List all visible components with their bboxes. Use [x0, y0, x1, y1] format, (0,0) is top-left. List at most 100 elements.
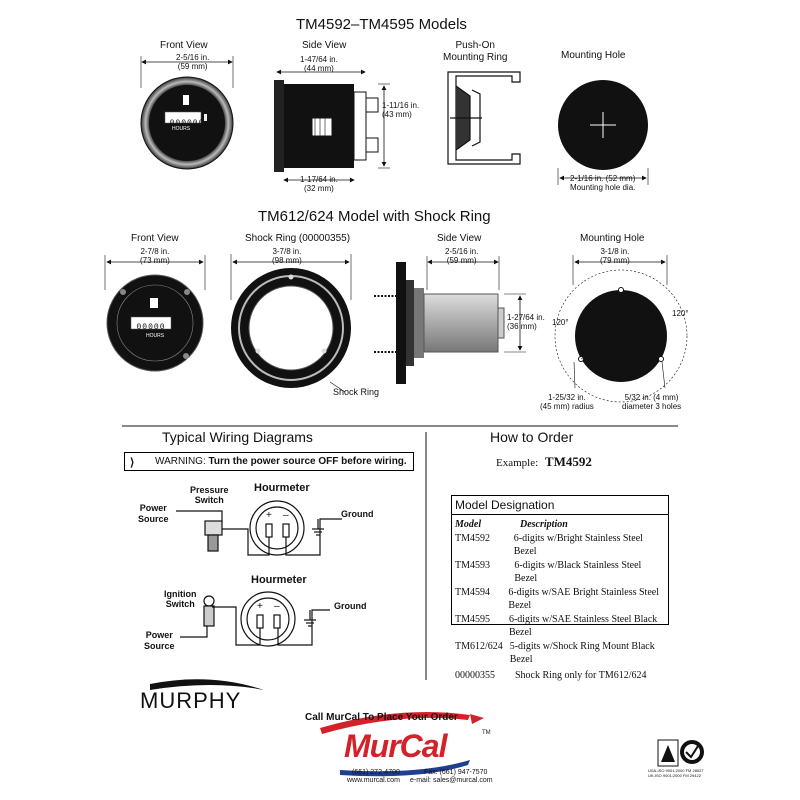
- murcal-tm: TM: [482, 730, 491, 736]
- line1: Ignition: [164, 589, 197, 599]
- murphy-swoosh: [150, 679, 264, 690]
- table-row: TM4592 6-digits w/Bright Stainless Steel …: [455, 532, 665, 559]
- dim-line1: 1-47/64 in.: [300, 55, 338, 64]
- push-on-ring: [447, 71, 521, 165]
- angle-left: 120°: [552, 318, 569, 327]
- push-on-line1: Push-On: [455, 40, 495, 51]
- fax: Fax: (661) 947-7570: [424, 769, 488, 776]
- dim-line2: (36 mm): [507, 322, 537, 331]
- top-side-view: [274, 69, 390, 183]
- dim-line2: (59 mm): [177, 62, 208, 71]
- dim-line1: 2-7/8 in.: [140, 247, 170, 256]
- mid-section-title: TM612/624 Model with Shock Ring: [258, 208, 491, 225]
- d2-plus: +: [257, 601, 263, 612]
- dim-line1: 5/32 in. (4 mm): [624, 393, 679, 402]
- mid-shock-ring-label: Shock Ring (00000355): [245, 233, 351, 244]
- line1: Pressure: [190, 485, 229, 495]
- dim-line1: 2-1/16 in. (52 mm): [570, 174, 636, 183]
- warning-prefix: WARNING:: [155, 456, 206, 467]
- cell-desc: 6-digits w/SAE Stainless Steel Black Bez…: [508, 613, 658, 639]
- wiring-diagram-2: [180, 591, 330, 647]
- iso-line2: UK-ISO 9001:2000 FM 29422: [648, 773, 701, 778]
- cell-model: TM4593: [455, 559, 490, 571]
- mid-mounting-hole: [554, 255, 688, 403]
- d1-pressure-switch-label: Pressure Switch: [190, 485, 229, 505]
- line2: Source: [144, 641, 175, 651]
- dim-line2: (98 mm): [272, 256, 302, 265]
- mid-side-view-label: Side View: [437, 233, 482, 244]
- dim-line1: 2-5/16 in.: [176, 53, 210, 62]
- top-gauge-hours: HOURS: [172, 126, 191, 132]
- mid-hole-width-dim: 3-1/8 in. (79 mm): [600, 247, 630, 265]
- murcal-logo: MurCal: [344, 728, 447, 764]
- push-on-line2: Mounting Ring: [443, 52, 508, 63]
- mid-side-height-dim: 1-27/64 in. (36 mm): [507, 313, 545, 331]
- d2-ground-label: Ground: [334, 601, 367, 611]
- model-designation-table: Model Designation Model Description TM45…: [451, 495, 669, 681]
- wiring-title: Typical Wiring Diagrams: [162, 429, 313, 445]
- mid-holes-dim: 5/32 in. (4 mm) diameter 3 holes: [622, 393, 681, 411]
- mid-front-gauge: [104, 255, 206, 372]
- d1-plus: +: [266, 510, 272, 521]
- dim-line1: 1-11/16 in.: [382, 101, 420, 110]
- top-side-top-dim: 1-47/64 in. (44 mm): [300, 55, 338, 73]
- cell-model: TM612/624: [455, 640, 503, 652]
- d1-minus: –: [283, 510, 289, 521]
- mid-radius-dim: 1-25/32 in. (45 mm) radius: [540, 393, 594, 411]
- line2: Switch: [165, 599, 195, 609]
- designation-title: Model Designation: [455, 498, 555, 512]
- website-link[interactable]: www.murcal.com: [347, 777, 400, 784]
- top-gauge-digits: 000000: [169, 119, 205, 128]
- mid-mounting-hole-label: Mounting Hole: [580, 233, 645, 244]
- mid-ring-width-dim: 3-7/8 in. (98 mm): [272, 247, 302, 265]
- dim-line1: 3-7/8 in.: [272, 247, 302, 256]
- top-hole-dim: 2-1/16 in. (52 mm) Mounting hole dia.: [570, 174, 635, 192]
- d1-power-source-label: Power Source: [138, 503, 169, 525]
- cell-model: TM4594: [455, 586, 490, 598]
- d2-power-source-label: Power Source: [144, 630, 175, 652]
- top-mounting-hole-label: Mounting Hole: [561, 50, 626, 61]
- murphy-logo: MURPHY: [140, 688, 242, 713]
- cell-desc: 6-digits w/Black Stainless Steel Bezel: [514, 559, 642, 585]
- col-description: Description: [520, 519, 568, 530]
- table-row: TM612/624 5-digits w/Shock Ring Mount Bla…: [455, 640, 665, 667]
- line2: Source: [138, 514, 169, 524]
- dim-line2: (43 mm): [382, 110, 412, 119]
- mid-gauge-hours: HOURS: [146, 333, 165, 339]
- phone: (661) 272-4700: [352, 769, 400, 776]
- mid-front-width-dim: 2-7/8 in. (73 mm): [140, 247, 170, 265]
- d1-hourmeter-label: Hourmeter: [254, 482, 310, 494]
- top-side-bottom-dim: 1-17/64 in. (32 mm): [300, 175, 338, 193]
- wiring-diagram-1: [176, 500, 342, 556]
- top-side-view-label: Side View: [302, 40, 347, 51]
- order-example: Example: TM4592: [496, 454, 592, 470]
- table-header: Model Description: [455, 518, 665, 532]
- push-on-ring-label: Push-On Mounting Ring: [443, 40, 507, 64]
- d1-ground-label: Ground: [341, 509, 374, 519]
- top-front-gauge: [140, 56, 234, 170]
- dim-line1: 3-1/8 in.: [600, 247, 630, 256]
- table-row: TM4593 6-digits w/Black Stainless Steel B…: [455, 559, 665, 586]
- d2-hourmeter-label: Hourmeter: [251, 574, 307, 586]
- cell-model: TM4592: [455, 532, 490, 544]
- email-link[interactable]: e-mail: sales@murcal.com: [410, 777, 493, 784]
- top-side-right-dim: 1-11/16 in. (43 mm): [382, 101, 419, 119]
- cell-desc: 5-digits w/Shock Ring Mount Black Bezel: [509, 640, 655, 666]
- cell-model: TM4595: [455, 613, 490, 625]
- table-row: TM4595 6-digits w/SAE Stainless Steel Bla…: [455, 613, 665, 640]
- warning-icon: ⟩: [130, 457, 135, 469]
- certification-badges: [657, 739, 704, 767]
- warning-box: ⟩ WARNING: Turn the power source OFF bef…: [124, 452, 414, 471]
- d2-ignition-switch-label: Ignition Switch: [164, 589, 197, 609]
- dim-line1: 2-5/16 in.: [445, 247, 479, 256]
- cell-desc: 6-digits w/SAE Bright Stainless Steel Be…: [508, 586, 659, 612]
- dim-line2: (32 mm): [304, 184, 334, 193]
- cell-desc: 6-digits w/Bright Stainless Steel Bezel: [513, 532, 643, 558]
- call-to-order: Call MurCal To Place Your Order: [305, 712, 458, 723]
- dim-line2: (59 mm): [446, 256, 477, 265]
- order-example-label: Example:: [496, 457, 539, 469]
- table-row: TM4594 6-digits w/SAE Bright Stainless St…: [455, 586, 665, 613]
- mid-side-view: [374, 256, 526, 384]
